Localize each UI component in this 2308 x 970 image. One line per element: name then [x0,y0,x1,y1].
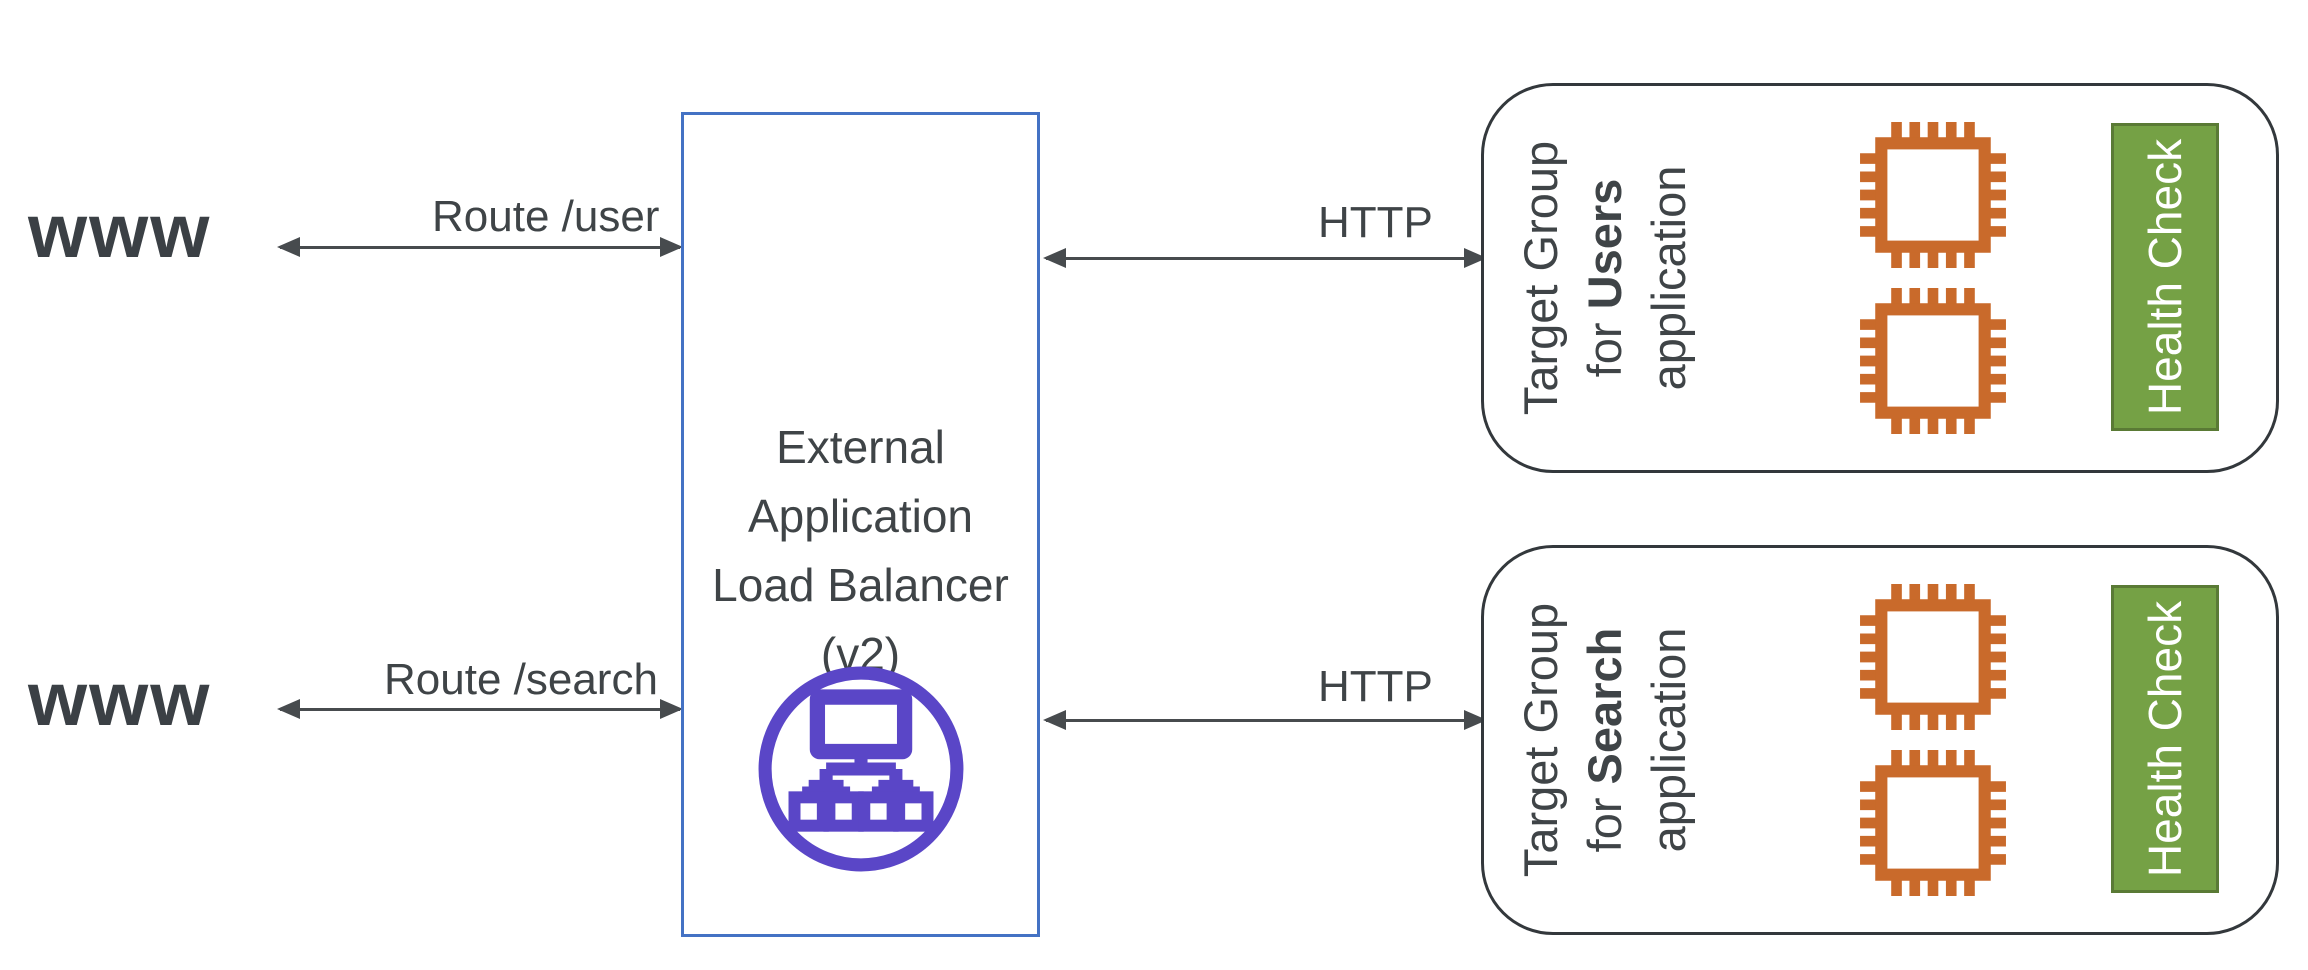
target-group-search-label: Target Group for Search application [1509,580,1701,900]
route-user-arrow [277,237,683,257]
load-balancer-icon [758,666,963,872]
route-search-label: Route /search [384,655,658,704]
instance-chip-column [1857,119,2009,437]
http-bottom-label: HTTP [1318,662,1433,711]
health-check-label: Health Check [2139,138,2192,416]
instance-chip-icon [1857,285,2009,437]
target-group-search: Target Group for Search application Heal… [1481,545,2279,935]
tg-search-line2: for Search [1578,627,1631,853]
tg-users-line3: application [1642,165,1695,391]
www-client-top: www [28,189,212,274]
tg-users-line2: for Users [1578,178,1631,378]
load-balancer-box: External Application Load Balancer (v2) [681,112,1040,937]
http-top-arrow [1043,248,1487,268]
instance-chip-icon [1857,747,2009,899]
tg-users-line1: Target Group [1514,140,1567,416]
tg-search-line3: application [1642,627,1695,853]
instance-chip-icon [1857,581,2009,733]
target-group-users-label: Target Group for Users application [1509,118,1701,438]
health-check-badge-search: Health Check [2111,585,2219,893]
instance-chip-column [1857,581,2009,899]
route-search-arrow [277,699,683,719]
target-group-users: Target Group for Users application Healt… [1481,83,2279,473]
instance-chip-icon [1857,119,2009,271]
route-user-label: Route /user [432,192,660,241]
load-balancer-title: External Application Load Balancer (v2) [712,421,1009,680]
tg-search-line1: Target Group [1514,602,1567,878]
www-client-bottom: www [28,657,212,742]
http-bottom-arrow [1043,710,1487,730]
http-top-label: HTTP [1318,198,1433,247]
health-check-label: Health Check [2139,600,2192,878]
health-check-badge-users: Health Check [2111,123,2219,431]
